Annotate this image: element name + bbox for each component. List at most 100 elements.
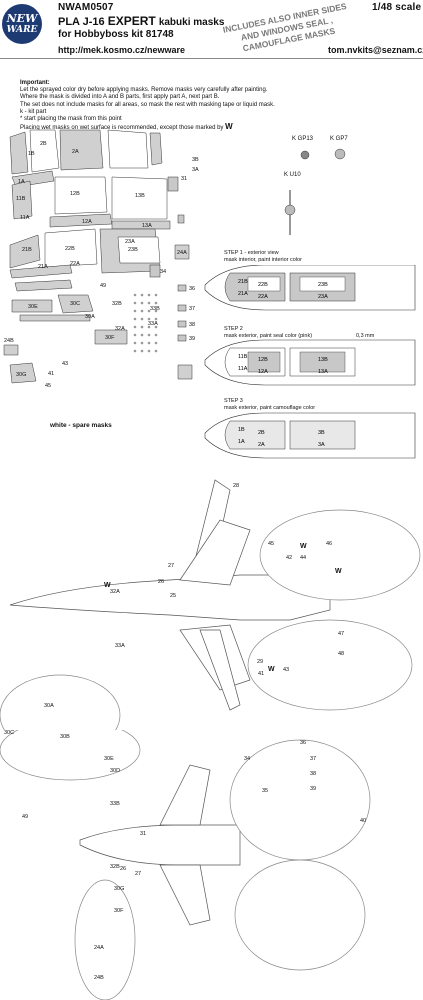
- bottom-callout-30G: 30G: [114, 886, 124, 892]
- sheet-label-33A: 33A: [148, 321, 158, 327]
- bottom-callout-37: 37: [310, 756, 316, 762]
- email-link[interactable]: tom.nvkits@seznam.cz: [328, 45, 423, 55]
- bottom-callout-40: 40: [360, 818, 366, 824]
- mask-type: kabuki masks: [158, 17, 225, 28]
- bottom-callout-33B: 33B: [110, 801, 120, 807]
- callout-47: 47: [338, 631, 344, 637]
- mask-30A: [19, 314, 91, 322]
- product-title: PLA J-16 EXPERT kabuki masks: [58, 14, 224, 28]
- bottom-callout-30D: 30D: [110, 768, 120, 774]
- bottom-callout-26: 26: [120, 866, 126, 872]
- mask-2A: [59, 129, 104, 171]
- step1-label-21A: 21A: [238, 291, 248, 297]
- product-name: PLA J-16: [58, 16, 105, 28]
- sheet-label-49: 49: [100, 283, 106, 289]
- mask-21A: [9, 264, 73, 279]
- mask-30G: [9, 362, 37, 384]
- bottom-callout-38: 38: [310, 771, 316, 777]
- mask-12B: [54, 176, 108, 215]
- sheet-label-32A: 32A: [115, 326, 125, 332]
- callout-w-1: W: [104, 582, 111, 589]
- bay-detail-oval-2: [234, 859, 366, 971]
- instruction-line-6: Placing wet masks on wet surface is reco…: [20, 125, 224, 132]
- nose-detail-oval: [74, 879, 136, 1000]
- product-code: NWAM0507: [58, 2, 114, 13]
- sheet-label-30A: 30A: [85, 314, 95, 320]
- sheet-label-13A: 13A: [142, 223, 152, 229]
- step2-dimension: 0,3 mm: [356, 333, 375, 339]
- dot-grid: [133, 293, 158, 353]
- mask-12A: [49, 213, 113, 228]
- mask-36: [177, 284, 187, 292]
- step1-label-22B: 22B: [258, 282, 268, 288]
- mask-13B: [111, 176, 168, 220]
- callout-45: 45: [268, 541, 274, 547]
- step2-label-13B: 13B: [318, 357, 328, 363]
- sheet-label-13B: 13B: [135, 193, 145, 199]
- w-mark: W: [225, 122, 233, 132]
- canopy-step1: 21B 22B 23B 21A 22A 23A: [204, 265, 416, 311]
- step3-label-2A: 2A: [258, 442, 265, 448]
- mask-30D: [177, 364, 193, 380]
- sheet-label-43: 43: [62, 361, 68, 367]
- detail-oval-lower: [247, 619, 413, 711]
- website-link[interactable]: http://mek.kosmo.cz/newware: [58, 45, 186, 55]
- sheet-label-2A: 2A: [72, 149, 79, 155]
- aircraft-bottom-view: 30C 30B 30E 30D 49 32B 33B 31 30G 30F 24…: [0, 730, 371, 1000]
- newware-logo: NEW WARE: [2, 4, 42, 44]
- detail-oval-nose: [0, 674, 121, 730]
- callout-42: 42: [286, 555, 292, 561]
- step1-label-23B: 23B: [318, 282, 328, 288]
- sheet-label-23A: 23A: [125, 239, 135, 245]
- bottom-callout-30F: 30F: [114, 908, 124, 914]
- mask-38: [177, 320, 187, 328]
- lower-fuselage: [79, 824, 241, 866]
- logo-line1: NEW: [6, 12, 38, 25]
- step1-label-21B: 21B: [238, 279, 248, 285]
- step2-label-12B: 12B: [258, 357, 268, 363]
- mask-35: [177, 214, 185, 224]
- sheet-label-23B: 23B: [128, 247, 138, 253]
- sheet-label-11B: 11B: [16, 196, 26, 202]
- spare-masks-note: white - spare masks: [50, 422, 112, 429]
- sheet-label-12B: 12B: [70, 191, 80, 197]
- step3-desc: mask exterior, paint camouflage color: [224, 404, 316, 411]
- detail-oval-upper: [259, 509, 421, 601]
- aircraft-top-view: 28 27 26 25 32A 33A 30A 29 45 44 46 42 4…: [0, 479, 421, 730]
- stabilizer-lower: [199, 629, 241, 711]
- sheet-label-12A: 12A: [82, 219, 92, 225]
- kit-reference: for Hobbyboss kit 81748: [58, 29, 174, 40]
- callout-44: 44: [300, 555, 306, 561]
- sheet-label-3B: 3B: [192, 157, 199, 163]
- logo-line2: WARE: [6, 25, 38, 35]
- mask-37: [177, 304, 187, 312]
- expert-label: EXPERT: [107, 14, 156, 28]
- sheet-label-30G: 30G: [16, 372, 26, 378]
- step3-label-3B: 3B: [318, 430, 325, 436]
- gp7-part: [334, 148, 346, 160]
- callout-28: 28: [233, 483, 239, 489]
- instructions-heading: Important:: [20, 80, 50, 86]
- step1-label-23A: 23A: [318, 294, 328, 300]
- sheet-label-30E: 30E: [28, 304, 38, 310]
- bottom-callout-30B: 30B: [60, 734, 70, 740]
- step2-label-13A: 13A: [318, 369, 328, 375]
- sheet-label-24B: 24B: [4, 338, 14, 344]
- step2-label-11A: 11A: [238, 366, 248, 372]
- mask-13A: [111, 220, 171, 230]
- sheet-label-32B: 32B: [112, 301, 122, 307]
- callout-48: 48: [338, 651, 344, 657]
- bottom-callout-31: 31: [140, 831, 146, 837]
- sheet-label-41: 41: [48, 371, 54, 377]
- callout-26: 26: [158, 579, 164, 585]
- sheet-label-21A: 21A: [38, 264, 48, 270]
- callout-25: 25: [170, 593, 176, 599]
- sheet-label-31: 31: [181, 176, 187, 182]
- step1-label-22A: 22A: [258, 294, 268, 300]
- sheet-label-3A: 3A: [192, 167, 199, 173]
- lower-wing-left: [159, 764, 211, 826]
- sheet-label-22A: 22A: [70, 261, 80, 267]
- callout-41: 41: [258, 671, 264, 677]
- sheet-label-1A: 1A: [18, 179, 25, 185]
- mask-30C: [57, 294, 94, 314]
